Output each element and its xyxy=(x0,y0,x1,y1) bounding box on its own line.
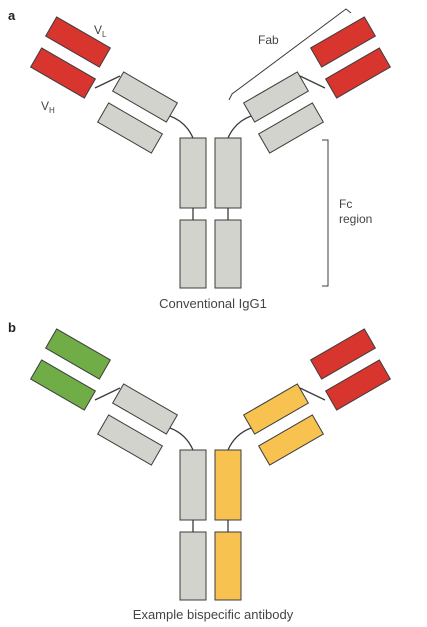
left-vh-domain xyxy=(29,47,97,99)
bispecific-antibody xyxy=(29,328,392,601)
fab-label: Fab xyxy=(258,33,279,47)
bs-left-light-linker xyxy=(94,387,121,401)
vh-label: VH xyxy=(41,99,55,115)
right-ch3-domain xyxy=(214,219,242,289)
fc-label-line1: Fc xyxy=(339,197,352,211)
igg1-linkers xyxy=(94,75,326,228)
bs-right-light-linker xyxy=(299,387,326,401)
left-ch2-domain xyxy=(179,137,207,209)
vl-label: VL xyxy=(94,23,107,39)
bs-right-ch3-domain xyxy=(214,531,242,601)
right-light-linker xyxy=(299,75,326,89)
panel-b-letter: b xyxy=(8,320,16,335)
bs-left-ch3-domain xyxy=(179,531,207,601)
right-ch1-domain xyxy=(257,102,325,154)
fc-label-line2: region xyxy=(339,212,372,226)
left-light-linker xyxy=(94,75,121,89)
bs-left-vl-domain xyxy=(44,328,112,380)
bs-left-cl-domain xyxy=(111,383,179,435)
bs-right-ch2-domain xyxy=(214,449,242,521)
panel-a-letter: a xyxy=(8,8,16,23)
left-ch1-domain xyxy=(96,102,164,154)
igg1-antibody xyxy=(29,16,392,289)
right-vh-domain xyxy=(324,47,392,99)
left-hinge xyxy=(169,115,194,139)
fc-bracket xyxy=(322,139,329,287)
left-vl-domain xyxy=(44,16,112,68)
left-cl-domain xyxy=(111,71,179,123)
bispecific-linkers xyxy=(94,387,326,532)
bs-left-ch2-domain xyxy=(179,449,207,521)
bs-right-cl-domain xyxy=(242,383,310,435)
fab-bracket xyxy=(228,8,352,101)
bs-left-hinge xyxy=(169,427,194,451)
bispecific-caption: Example bispecific antibody xyxy=(133,607,294,622)
right-cl-domain xyxy=(242,71,310,123)
bs-left-vh-domain xyxy=(29,359,97,411)
bs-right-vl-domain xyxy=(309,328,377,380)
right-vl-domain xyxy=(309,16,377,68)
bs-right-hinge xyxy=(227,427,252,451)
left-ch3-domain xyxy=(179,219,207,289)
bs-left-ch1-domain xyxy=(96,414,164,466)
bs-right-vh-domain xyxy=(324,359,392,411)
bs-right-ch1-domain xyxy=(257,414,325,466)
right-ch2-domain xyxy=(214,137,242,209)
igg1-caption: Conventional IgG1 xyxy=(159,296,267,311)
right-hinge xyxy=(227,115,252,139)
